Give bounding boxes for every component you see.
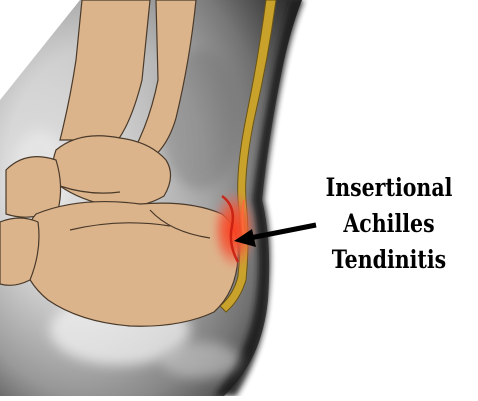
label-line-1: Insertional: [319, 170, 458, 206]
label-line-3: Tendinitis: [319, 242, 458, 278]
condition-label: Insertional Achilles Tendinitis: [319, 170, 458, 278]
inflammation-area: [212, 190, 256, 270]
label-line-2: Achilles: [319, 206, 458, 242]
